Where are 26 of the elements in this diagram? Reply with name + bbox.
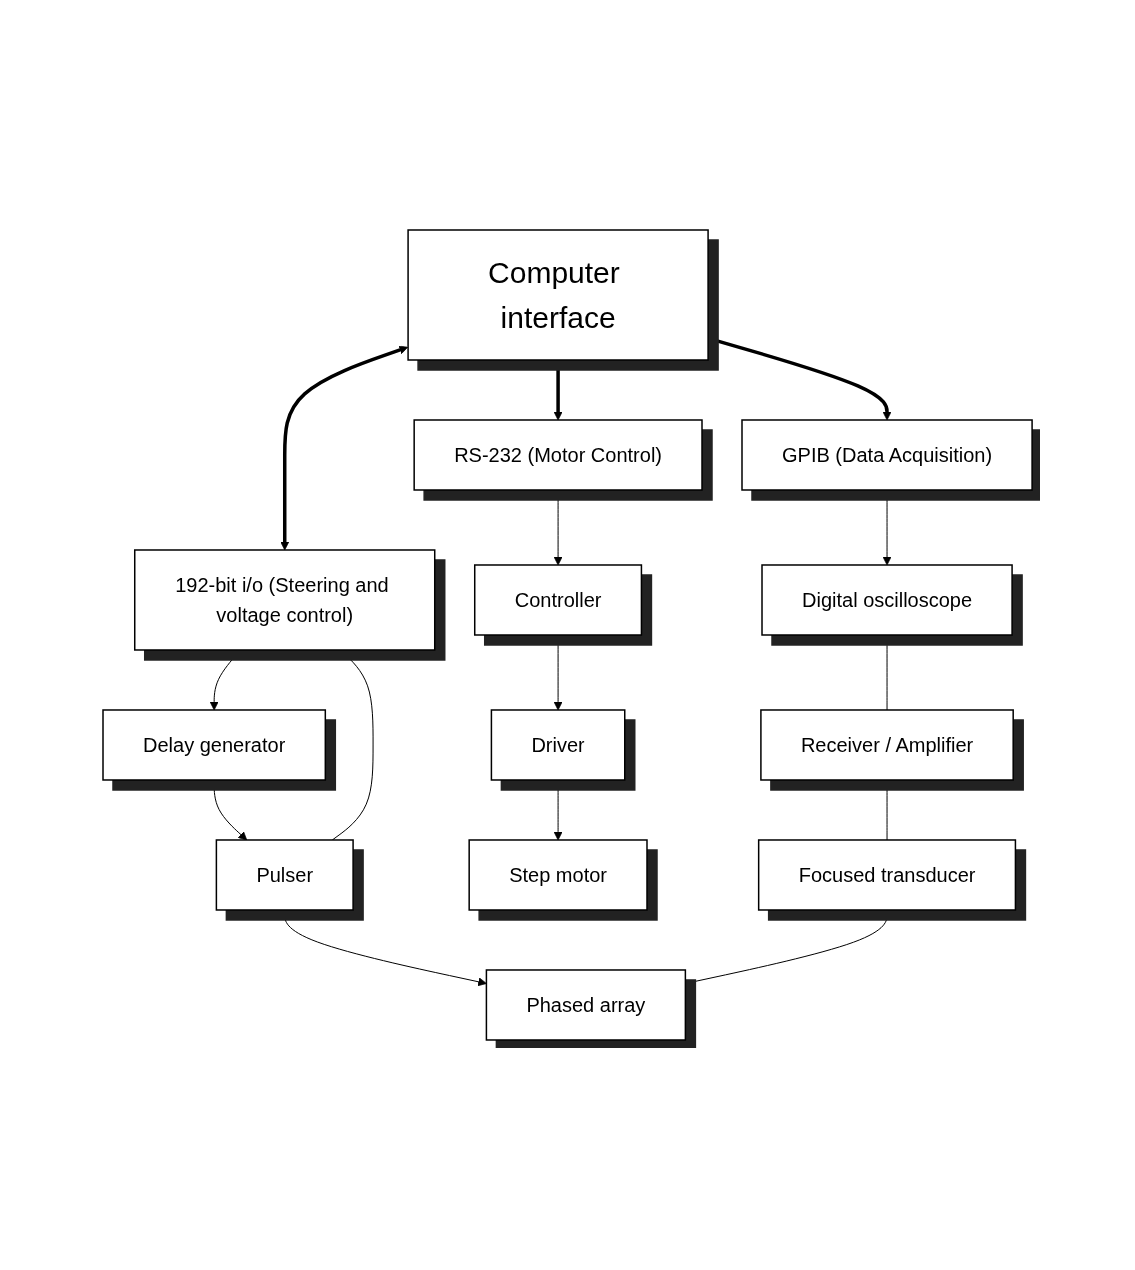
arrow xyxy=(708,336,892,421)
node-box: RS-232 (Motor Control) xyxy=(413,419,703,491)
connector xyxy=(886,634,888,711)
arrow xyxy=(553,634,563,711)
arrow xyxy=(553,489,563,566)
connector xyxy=(886,779,888,841)
node-box: Driver xyxy=(490,709,626,781)
arrow xyxy=(280,345,409,551)
node-box: Phased array xyxy=(485,969,687,1041)
node-box: GPIB (Data Acquisition) xyxy=(741,419,1033,491)
node-box: Pulser xyxy=(215,839,354,911)
arrow xyxy=(209,649,242,711)
node-box: Receiver / Amplifier xyxy=(760,709,1014,781)
arrow xyxy=(213,779,248,841)
node-box: Computer interface xyxy=(407,229,709,361)
arrow xyxy=(284,909,487,987)
arrow xyxy=(553,779,563,841)
node-box: Delay generator xyxy=(102,709,326,781)
arrow xyxy=(553,360,563,421)
node-box: Focused transducer xyxy=(757,839,1017,911)
node-box: Step motor xyxy=(468,839,648,911)
arrow xyxy=(882,490,892,566)
node-box: Controller xyxy=(473,564,643,636)
node-box: Digital oscilloscope xyxy=(761,564,1013,636)
connector xyxy=(331,649,374,841)
node-box: 192-bit i/o (Steering and voltage control) xyxy=(133,549,436,651)
